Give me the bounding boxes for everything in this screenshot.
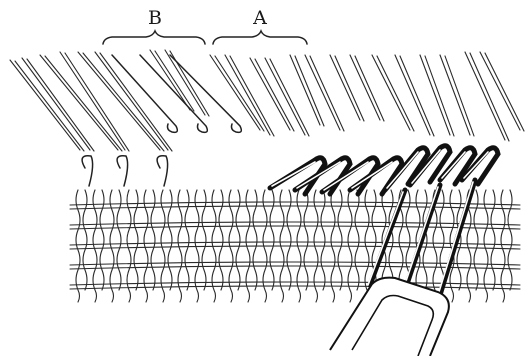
fabric-wale-edge-4 — [134, 190, 138, 290]
fabric-wale-26 — [501, 190, 505, 302]
fabric-wale-edge-24 — [474, 190, 478, 290]
fabric-wale-edge-14 — [304, 190, 308, 290]
fabric-wale-edge-19 — [389, 190, 393, 290]
needle-strand-edge-14 — [310, 56, 344, 131]
fabric-wale-edge-2 — [100, 190, 104, 290]
fabric-wale-edge-17 — [355, 190, 359, 290]
fabric-wale-edge-11 — [253, 190, 257, 290]
needle-strand-20 — [440, 55, 470, 135]
needle-strand-4 — [60, 52, 125, 150]
hook-needle-b-1 — [112, 55, 177, 132]
group-b-label: B — [148, 7, 162, 29]
fabric-wale-edge-6 — [168, 190, 172, 290]
fabric-wale-edge-9 — [219, 190, 223, 290]
fabric-course-2 — [70, 222, 520, 225]
fabric-wale-2 — [93, 190, 97, 302]
needle-strand-edge-10 — [230, 56, 274, 136]
needle-strand-edge-13 — [295, 56, 324, 126]
needle-strand-9 — [210, 55, 260, 130]
fabric-wale-edge-10 — [236, 190, 240, 290]
needle-bed — [10, 50, 524, 186]
fabric-wale-4 — [127, 190, 131, 302]
needle-strand-8 — [165, 50, 205, 115]
fabric-wale-edge-3 — [117, 190, 121, 290]
needle-strand-edge-9 — [215, 56, 264, 131]
fabric-wale-edge-8 — [202, 190, 206, 290]
left-loop-1 — [82, 156, 93, 186]
transfer-tool — [270, 146, 498, 356]
fabric-wale-25 — [484, 190, 488, 302]
fabric-wale-edge-16 — [338, 190, 342, 290]
needle-strand-1 — [10, 60, 80, 150]
needle-strand-edge-2 — [27, 59, 94, 151]
hook-needle-b-3 — [170, 55, 241, 132]
fabric-wale-edge-13 — [287, 190, 291, 290]
needle-strand-22 — [480, 52, 520, 130]
needle-strand-16 — [350, 55, 380, 120]
fabric-wale-edge-5 — [151, 190, 155, 290]
group-b-brace — [103, 31, 205, 44]
fabric-wale-edge-25 — [491, 190, 495, 290]
left-loop-2 — [117, 156, 128, 186]
needle-strand-edge-1 — [15, 61, 84, 151]
needle-strand-10 — [225, 55, 270, 135]
fabric-wale-3 — [110, 190, 114, 302]
needle-strand-edge-17 — [377, 56, 414, 131]
group-a-brace — [213, 31, 307, 44]
tool-prong-3 — [440, 180, 475, 295]
fabric-wale-edge-7 — [185, 190, 189, 290]
left-loop-3 — [157, 156, 168, 186]
needle-strand-edge-22 — [485, 53, 524, 131]
tool-prong-highlight-3 — [438, 182, 473, 295]
fabric-wale-edge-15 — [321, 190, 325, 290]
group-a-label: A — [252, 7, 267, 29]
transfer-needle-7 — [440, 148, 475, 184]
tool-handle — [330, 278, 449, 356]
fabric-wale-edge-12 — [270, 190, 274, 290]
